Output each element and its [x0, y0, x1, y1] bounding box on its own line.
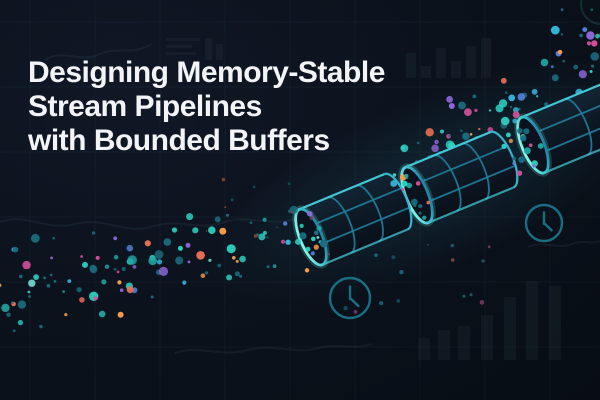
clock-icon — [328, 276, 372, 320]
pipe-segments — [292, 62, 600, 269]
sparkline-squiggle — [527, 240, 600, 248]
sparkline-squiggle — [44, 43, 153, 61]
bar-chart-decor-top — [406, 38, 491, 78]
corner-arc-decor — [580, 0, 600, 25]
title-line-2: Stream Pipelines — [28, 90, 262, 123]
dots-at-joints — [299, 128, 544, 256]
clock-icons — [328, 203, 564, 320]
background-decor — [0, 0, 600, 360]
pipe-segment — [292, 172, 413, 269]
bar-chart-decor-bottom — [418, 281, 561, 360]
dots-stream-in — [0, 8, 592, 333]
title-line-1: Designing Memory-Stable — [28, 56, 385, 89]
article-title: Designing Memory-Stable Stream Pipelines… — [28, 56, 385, 158]
title-line-3: with Bounded Buffers — [28, 124, 330, 157]
sparkline-squiggle — [174, 343, 373, 354]
clock-icon — [524, 203, 564, 243]
